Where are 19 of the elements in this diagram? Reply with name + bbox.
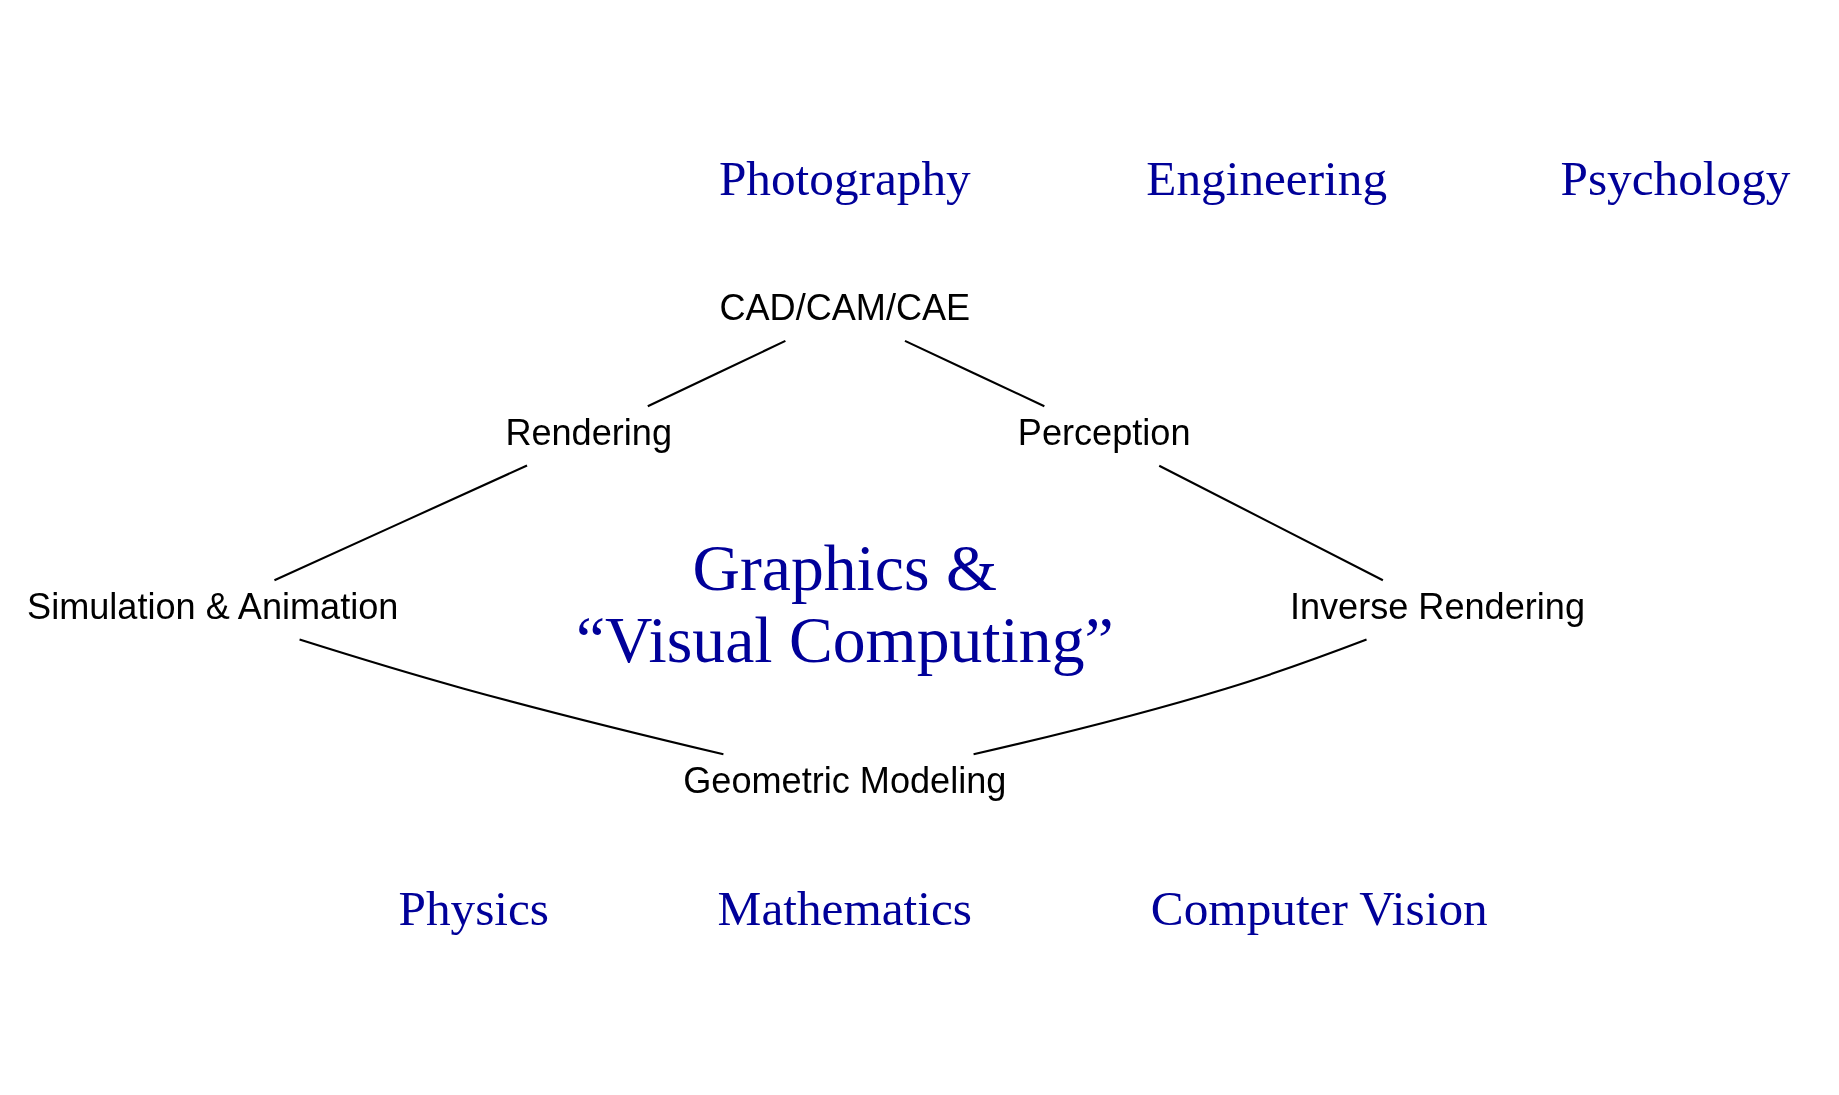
connector — [1158, 464, 1384, 582]
label: Engineering — [1146, 150, 1388, 206]
label: Physics — [398, 881, 550, 937]
label: Photography — [718, 150, 971, 206]
label: Graphics & “Visual Computing” — [575, 531, 1114, 677]
node-text: Simulation & Animation — [27, 586, 399, 628]
connector — [904, 339, 1045, 408]
label: Psychology — [1560, 150, 1791, 206]
node-text: CAD/CAM/CAE — [719, 287, 971, 329]
label: Computer Vision — [1150, 881, 1488, 937]
node-text: Inverse Rendering — [1289, 586, 1585, 628]
connector — [299, 638, 724, 756]
connector — [647, 339, 786, 408]
connector — [274, 464, 528, 582]
connector — [973, 638, 1367, 756]
node-text: Rendering — [505, 412, 673, 454]
node-text: Perception — [1017, 412, 1191, 454]
node-text: Geometric Modeling — [683, 760, 1007, 802]
label: Mathematics — [717, 881, 972, 937]
